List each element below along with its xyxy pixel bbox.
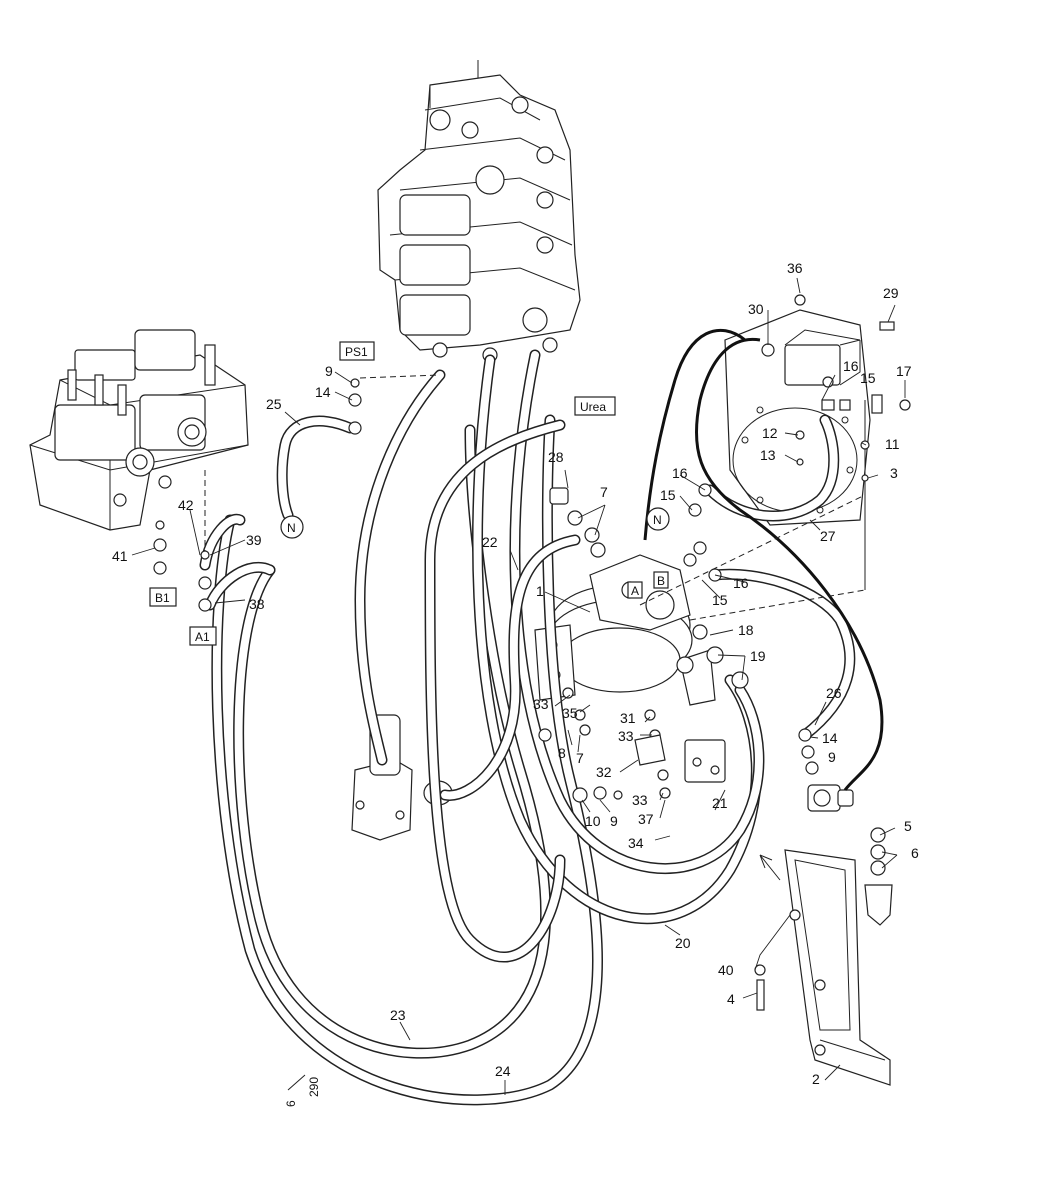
label-27: 27 [820,528,836,544]
circle-ref-n-left: N [280,515,304,539]
hose-25 [276,415,356,521]
guard-channel [759,849,891,1086]
label-21: 21 [712,795,728,811]
solenoid-valve-block [29,329,249,531]
hose-21 [509,349,765,875]
label-2: 2 [812,1071,820,1087]
label-36: 36 [787,260,803,276]
label-15c: 15 [860,370,876,386]
label-22: 22 [482,534,498,550]
electric-cable [643,329,884,791]
label-7b: 7 [576,750,584,766]
port-box-a1: A1 [189,626,217,646]
label-18: 18 [738,622,754,638]
port-box-a-label: A [631,584,639,598]
port-box-ps1-label: PS1 [345,345,368,359]
label-15b: 15 [712,592,728,608]
rotary-joint [534,554,716,706]
label-9b: 9 [610,813,618,829]
port-box-ps1: PS1 [339,341,375,361]
circle-ref-n-right-label: N [653,513,662,527]
leader-lines [131,277,906,1095]
hose-23 [233,424,552,1059]
circle-ref-n-right: N [646,507,670,531]
label-32: 32 [596,764,612,780]
label-38: 38 [249,596,265,612]
hose-26 [709,568,856,741]
label-37: 37 [638,811,654,827]
label-40: 40 [718,962,734,978]
label-4: 4 [727,991,735,1007]
bracket-plate [724,309,871,526]
label-15a: 15 [660,487,676,503]
label-33c: 33 [632,792,648,808]
port-box-b1: B1 [149,587,177,607]
label-14a: 14 [315,384,331,400]
label-26: 26 [826,685,842,701]
hose-24 [211,414,603,1106]
label-34: 34 [628,835,644,851]
label-16a: 16 [672,465,688,481]
label-41: 41 [112,548,128,564]
label-19: 19 [750,648,766,664]
hose-left-vertical [354,369,446,766]
label-25: 25 [266,396,282,412]
label-16c: 16 [843,358,859,374]
label-33b: 33 [618,728,634,744]
page-reference-denominator: 290 [307,1077,321,1097]
hose-22 [439,534,581,801]
label-9a: 9 [325,363,333,379]
label-9c: 9 [828,749,836,765]
control-valve-block [377,60,581,363]
port-box-a: A [627,581,643,599]
label-14b: 14 [822,730,838,746]
label-24: 24 [495,1063,511,1079]
label-5: 5 [904,818,912,834]
port-box-urea: Urea [574,396,616,416]
label-10: 10 [585,813,601,829]
label-33a: 33 [533,696,549,712]
label-1: 1 [536,583,544,599]
label-6a: 6 [911,845,919,861]
label-39: 39 [246,532,262,548]
label-3: 3 [890,465,898,481]
label-16b: 16 [733,575,749,591]
label-8: 8 [558,745,566,761]
label-17: 17 [896,363,912,379]
label-42: 42 [178,497,194,513]
label-29: 29 [883,285,899,301]
hose-urea [424,419,566,963]
label-20: 20 [675,935,691,951]
label-31: 31 [620,710,636,726]
reference-lines [204,374,866,621]
circle-ref-n-left-label: N [287,521,296,535]
fittings [153,294,911,1011]
port-box-b: B [653,571,669,589]
part-labels: 1 2 3 4 5 6 7 7 8 9 9 9 10 11 12 13 14 1… [112,260,919,1087]
port-box-b-label: B [657,574,665,588]
label-11: 11 [885,436,900,452]
label-12: 12 [762,425,778,441]
label-7a: 7 [600,484,608,500]
label-23: 23 [390,1007,406,1023]
label-30: 30 [748,301,764,317]
port-box-urea-label: Urea [580,400,606,414]
port-box-b1-label: B1 [155,591,170,605]
label-28: 28 [548,449,564,465]
port-box-a1-label: A1 [195,630,210,644]
label-35: 35 [562,705,578,721]
page-reference-numerator: 6 [284,1100,298,1107]
label-13: 13 [760,447,776,463]
page-reference: 6 290 [284,1074,321,1107]
